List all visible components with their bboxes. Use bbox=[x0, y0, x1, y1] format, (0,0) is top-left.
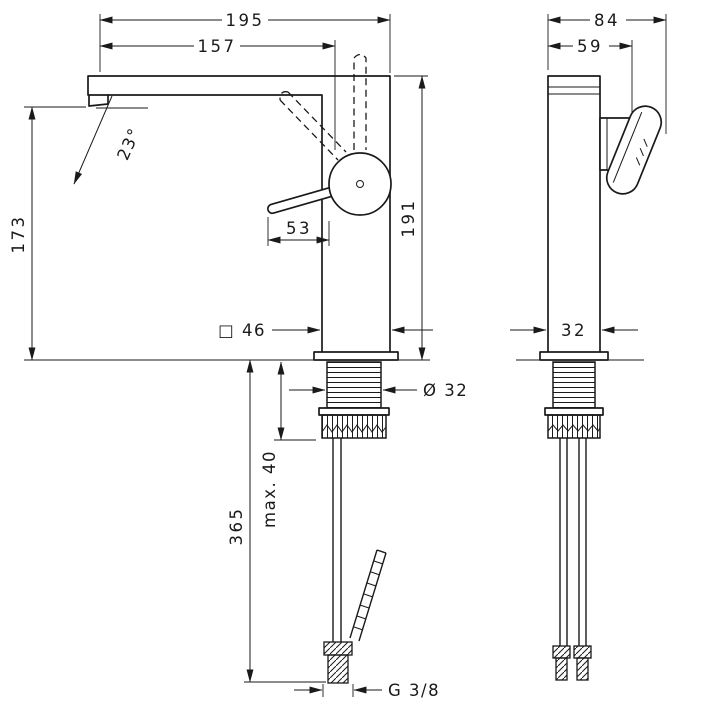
dim-total-width: 195 bbox=[99, 11, 391, 73]
dim-spout-reach: 157 bbox=[99, 37, 336, 150]
front-view: 195 157 173 23° 53 bbox=[9, 11, 468, 700]
threaded-shank bbox=[552, 361, 596, 409]
hose-connector bbox=[555, 657, 568, 681]
dim-label-mask bbox=[222, 11, 268, 28]
dim-outlet-height-label: 173 bbox=[9, 215, 28, 254]
mounting-nut bbox=[321, 414, 387, 439]
handle-swing-range bbox=[279, 53, 367, 161]
aerator-nozzle bbox=[88, 94, 109, 107]
dim-body-depth-label: 59 bbox=[577, 37, 603, 56]
dim-hose-length: 365 bbox=[227, 359, 326, 683]
handle-side bbox=[599, 105, 663, 195]
faucet-body-side bbox=[539, 75, 609, 361]
supply-hoses-side bbox=[552, 438, 592, 681]
hose-hex-nut bbox=[552, 645, 571, 659]
washer bbox=[318, 407, 390, 416]
dim-shank-diameter-label: Ø 32 bbox=[423, 381, 468, 400]
base-plate bbox=[313, 351, 399, 361]
dim-total-depth: 84 bbox=[547, 11, 667, 134]
handle-grip bbox=[605, 105, 663, 195]
dim-label-mask bbox=[573, 37, 609, 54]
faucet-body-front bbox=[87, 75, 399, 361]
dim-body-height-label: 191 bbox=[399, 199, 418, 238]
base-plate bbox=[539, 351, 609, 361]
hose-hex-nut bbox=[323, 641, 353, 656]
dim-label-mask bbox=[590, 11, 626, 28]
mounting-hardware-side bbox=[544, 361, 604, 439]
hose-connector bbox=[576, 657, 589, 681]
nut-serration bbox=[547, 424, 601, 432]
dim-body-height: 191 bbox=[394, 75, 428, 361]
hose-hex-nut bbox=[573, 645, 592, 659]
dim-base-square-label: □ 46 bbox=[218, 321, 266, 340]
nut-serration bbox=[321, 424, 387, 433]
dim-spout-reach-label: 157 bbox=[198, 37, 237, 56]
supply-hoses-front bbox=[323, 438, 387, 684]
dim-max-mounting-label: max. 40 bbox=[260, 450, 279, 528]
dim-spout-angle-label: 23° bbox=[113, 124, 144, 163]
dim-spout-angle: 23° bbox=[73, 95, 148, 185]
dim-connection-thread-label: G 3/8 bbox=[388, 681, 440, 700]
washer bbox=[544, 407, 604, 416]
dim-outlet-height: 173 bbox=[9, 106, 86, 361]
dim-body-depth: 59 bbox=[547, 37, 633, 114]
dim-label-mask bbox=[194, 37, 240, 54]
dim-base-square: □ 46 bbox=[218, 321, 433, 340]
dim-hose-length-label: 365 bbox=[227, 507, 246, 546]
hose-braid-ticks bbox=[353, 560, 384, 631]
threaded-shank bbox=[326, 361, 382, 409]
dim-shank-diameter: Ø 32 bbox=[289, 381, 468, 400]
dim-total-width-label: 195 bbox=[226, 11, 265, 30]
side-view: 84 59 32 bbox=[510, 11, 667, 681]
hose-connector bbox=[327, 654, 349, 684]
pivot-center bbox=[356, 180, 364, 188]
dim-max-mounting: max. 40 bbox=[260, 361, 316, 528]
mounting-hardware-front bbox=[318, 361, 390, 439]
dim-body-width-label: 32 bbox=[561, 321, 587, 340]
dim-lever-length-label: 53 bbox=[286, 219, 312, 238]
dim-body-width: 32 bbox=[510, 321, 638, 340]
dim-connection-thread: G 3/8 bbox=[294, 681, 440, 700]
dim-total-depth-label: 84 bbox=[594, 11, 620, 30]
dim-lever-length: 53 bbox=[267, 217, 330, 246]
handle-pivot bbox=[328, 152, 392, 216]
